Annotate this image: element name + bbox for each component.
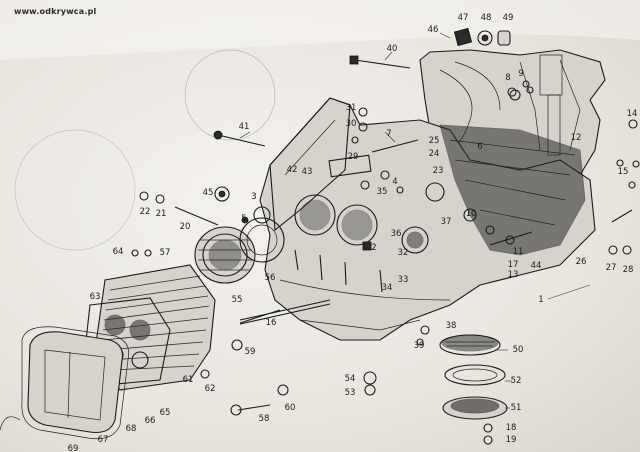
callout-28: 28 [622,264,634,275]
callout-39: 39 [413,340,425,351]
callout-44: 44 [530,260,542,271]
callout-8: 8 [505,72,511,83]
callout-66: 66 [144,415,156,426]
callout-5: 5 [241,213,247,224]
callout-24: 24 [428,148,440,159]
watermark: www.odkrywca.pl [14,7,97,16]
callout-46: 46 [427,24,439,35]
callout-19: 19 [505,434,517,445]
callout-10: 10 [465,208,477,219]
callout-51: 51 [510,402,522,413]
callout-13: 13 [507,269,519,280]
callout-65: 65 [159,407,171,418]
callout-37: 37 [440,216,452,227]
callout-23: 23 [432,165,444,176]
callout-18: 18 [505,422,517,433]
callout-27: 27 [605,262,617,273]
callout-48: 48 [480,12,492,23]
callout-30: 30 [345,118,357,129]
callout-16: 16 [265,317,277,328]
callout-21: 21 [155,208,167,219]
callout-64: 64 [112,246,124,257]
page-highlight [0,0,640,60]
callout-68: 68 [125,423,137,434]
callout-4: 4 [392,176,398,187]
callout-63: 63 [89,291,101,302]
callout-32: 32 [397,247,409,258]
callout-22: 22 [139,206,151,217]
callout-54: 54 [344,373,356,384]
bleed-through-circle-2 [14,129,136,251]
callout-29: 29 [347,151,359,162]
callout-41: 41 [238,121,250,132]
fasteners [131,27,640,445]
callout-53: 53 [344,387,356,398]
callout-42: 42 [286,164,298,175]
callout-12: 12 [570,132,582,143]
callout-67: 67 [97,434,109,445]
cylinder-head-assembly [0,217,331,440]
callout-40: 40 [386,43,398,54]
callout-61: 61 [182,374,194,385]
callout-43: 43 [301,166,313,177]
callout-59: 59 [244,346,256,357]
callout-60: 60 [284,402,296,413]
callout-36: 36 [390,228,402,239]
crankcase [259,97,596,341]
bleed-through-circle [184,49,276,141]
callout-57: 57 [159,247,171,258]
callout-58: 58 [258,413,270,424]
callout-20: 20 [179,221,191,232]
callout-6: 6 [477,141,483,152]
callout-11: 11 [512,246,524,257]
callout-26: 26 [575,256,587,267]
callout-15: 15 [617,166,629,177]
callout-2: 2 [371,242,377,253]
callout-35: 35 [376,186,388,197]
callout-1: 1 [538,294,544,305]
callout-31: 31 [345,102,357,113]
callout-14: 14 [626,108,638,119]
callout-49: 49 [502,12,514,23]
pulley-seal-stack [439,334,508,420]
callout-9: 9 [518,68,524,79]
callout-52: 52 [510,375,522,386]
callout-25: 25 [428,135,440,146]
callout-55: 55 [231,294,243,305]
callout-62: 62 [204,383,216,394]
callout-17: 17 [507,259,519,270]
leader-lines [239,32,591,409]
callout-45: 45 [202,187,214,198]
callout-38: 38 [445,320,457,331]
callout-69: 69 [67,443,79,452]
callout-50: 50 [512,344,524,355]
callout-7: 7 [386,128,392,139]
callout-3: 3 [251,191,257,202]
callout-47: 47 [457,12,469,23]
callout-33: 33 [397,274,409,285]
callout-56: 56 [264,272,276,283]
callout-34: 34 [381,282,393,293]
